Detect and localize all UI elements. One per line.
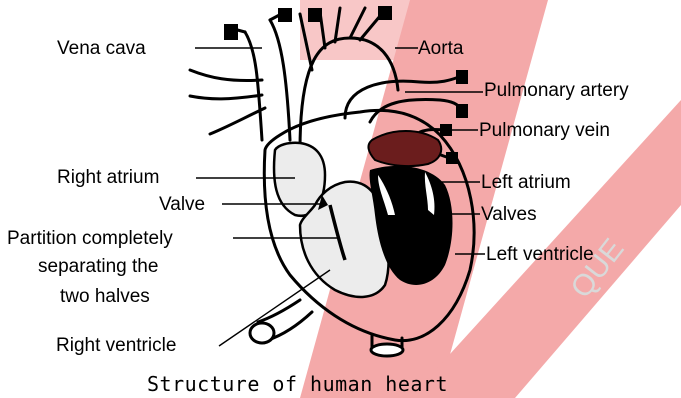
left-atrium — [368, 131, 441, 166]
label-pulmonary-artery: Pulmonary artery — [484, 80, 629, 101]
label-right-atrium: Right atrium — [57, 167, 159, 188]
label-valves: Valves — [481, 204, 537, 225]
label-right-ventricle: Right ventricle — [56, 335, 176, 356]
label-valve: Valve — [159, 194, 205, 215]
label-left-ventricle: Left ventricle — [486, 244, 594, 265]
label-partition-line-3: two halves — [60, 286, 150, 307]
label-vena-cava: Vena cava — [57, 38, 146, 59]
label-pulmonary-vein: Pulmonary vein — [479, 120, 610, 141]
label-partition-line-1: Partition completely — [7, 228, 173, 249]
label-left-atrium: Left atrium — [481, 172, 571, 193]
diagram-caption: Structure of human heart — [147, 372, 448, 396]
label-partition-line-2: separating the — [38, 256, 158, 277]
label-aorta: Aorta — [418, 38, 464, 59]
